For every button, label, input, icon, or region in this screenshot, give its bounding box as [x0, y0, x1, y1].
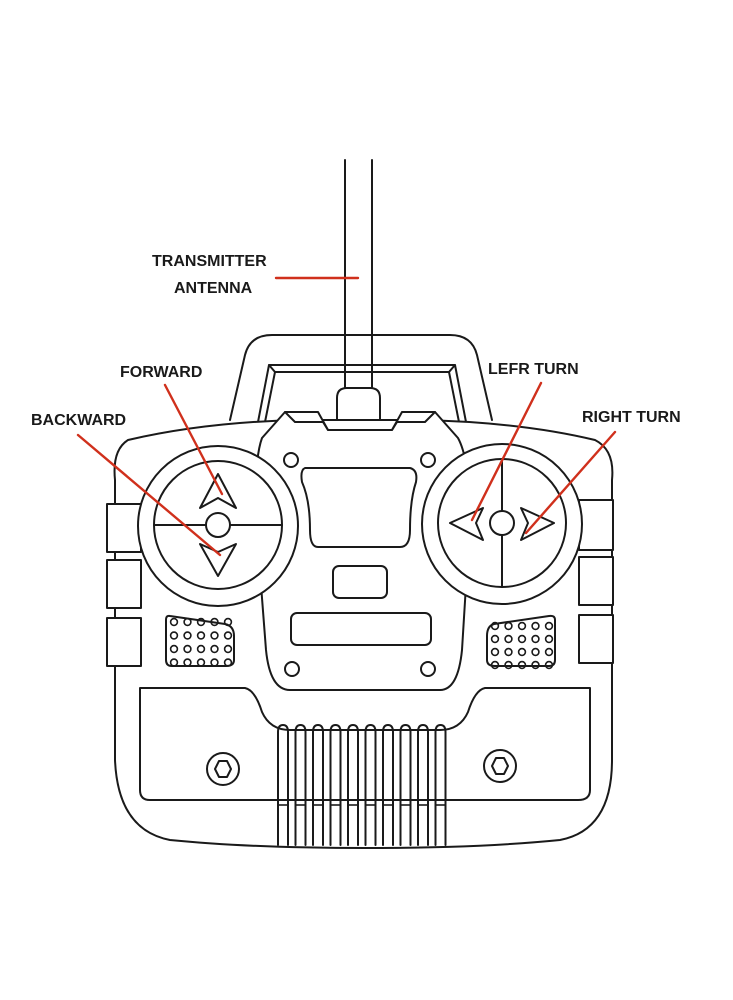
- vent-slot: [382, 724, 394, 846]
- center-faceplate: [254, 411, 471, 691]
- grille-hole: [210, 644, 219, 654]
- right-control-stick: [421, 443, 583, 605]
- grille-hole: [531, 660, 540, 670]
- right-turn-arrow-icon: [520, 507, 555, 541]
- vent-slot: [399, 724, 412, 846]
- grille-hole: [169, 617, 179, 627]
- forward-leader-line: [163, 383, 224, 496]
- grille-hole: [223, 644, 233, 654]
- grille-hole: [544, 660, 554, 670]
- grille-hole: [223, 617, 233, 627]
- grille-hole: [504, 621, 513, 631]
- vent-slot: [364, 724, 377, 846]
- grille-hole: [544, 621, 554, 631]
- grille-hole: [490, 621, 500, 631]
- antenna: [336, 159, 381, 431]
- left-turn-arrow-icon: [449, 507, 484, 541]
- left-control-stick: [137, 445, 299, 607]
- hex-screw-left: [206, 752, 240, 786]
- grille-hole: [210, 658, 219, 667]
- forward-label: FORWARD: [120, 364, 202, 381]
- right-speaker-grille: [486, 614, 556, 670]
- left-turn-leader-line: [470, 381, 543, 522]
- vent-slot: [417, 724, 429, 846]
- grille-hole: [531, 621, 540, 631]
- vent-slot: [329, 724, 342, 846]
- vent-slot: [277, 724, 289, 846]
- grille-hole: [223, 658, 233, 667]
- vent-slot: [347, 724, 359, 846]
- grille-hole: [490, 634, 500, 644]
- grille-hole: [223, 631, 233, 640]
- grille-hole: [210, 631, 219, 640]
- grille-hole: [183, 631, 192, 640]
- grille-hole: [490, 647, 500, 657]
- grille-hole: [196, 617, 206, 627]
- grille-hole: [169, 644, 179, 654]
- grille-hole: [169, 631, 179, 640]
- grille-hole: [183, 658, 192, 667]
- grille-hole: [544, 634, 554, 644]
- grille-hole: [183, 617, 192, 627]
- vent-slot: [312, 724, 324, 846]
- grille-hole: [169, 658, 179, 667]
- grille-hole: [504, 634, 513, 644]
- grille-hole: [531, 647, 540, 657]
- vent-slots: [277, 724, 447, 846]
- grille-hole: [517, 660, 527, 670]
- right-turn-leader-line: [524, 430, 617, 535]
- grille-hole: [504, 647, 513, 657]
- grille-hole: [517, 621, 527, 631]
- left-side-grips: [106, 503, 142, 667]
- hex-screw-right: [483, 749, 517, 783]
- backward-leader-line: [76, 433, 222, 557]
- right-turn-label: RIGHT TURN: [582, 409, 681, 426]
- grille-hole: [531, 634, 540, 644]
- grille-hole: [196, 631, 206, 640]
- grille-hole: [544, 647, 554, 657]
- grille-hole: [490, 660, 500, 670]
- backward-label: BACKWARD: [31, 412, 126, 429]
- grille-hole: [210, 617, 219, 627]
- right-side-grips: [578, 499, 614, 664]
- grille-hole: [183, 644, 192, 654]
- left-speaker-grille: [165, 614, 235, 667]
- carry-handle: [229, 334, 493, 423]
- antenna-label-line2: ANTENNA: [174, 280, 253, 297]
- grille-hole: [517, 634, 527, 644]
- antenna-label-line1: TRANSMITTER: [152, 253, 267, 270]
- left-turn-label: LEFR TURN: [488, 361, 579, 378]
- vent-slot: [434, 724, 447, 846]
- forward-arrow-icon: [199, 473, 237, 509]
- grille-hole: [517, 647, 527, 657]
- grille-hole: [196, 644, 206, 654]
- vent-slot: [294, 724, 307, 846]
- grille-hole: [504, 660, 513, 670]
- grille-hole: [196, 658, 206, 667]
